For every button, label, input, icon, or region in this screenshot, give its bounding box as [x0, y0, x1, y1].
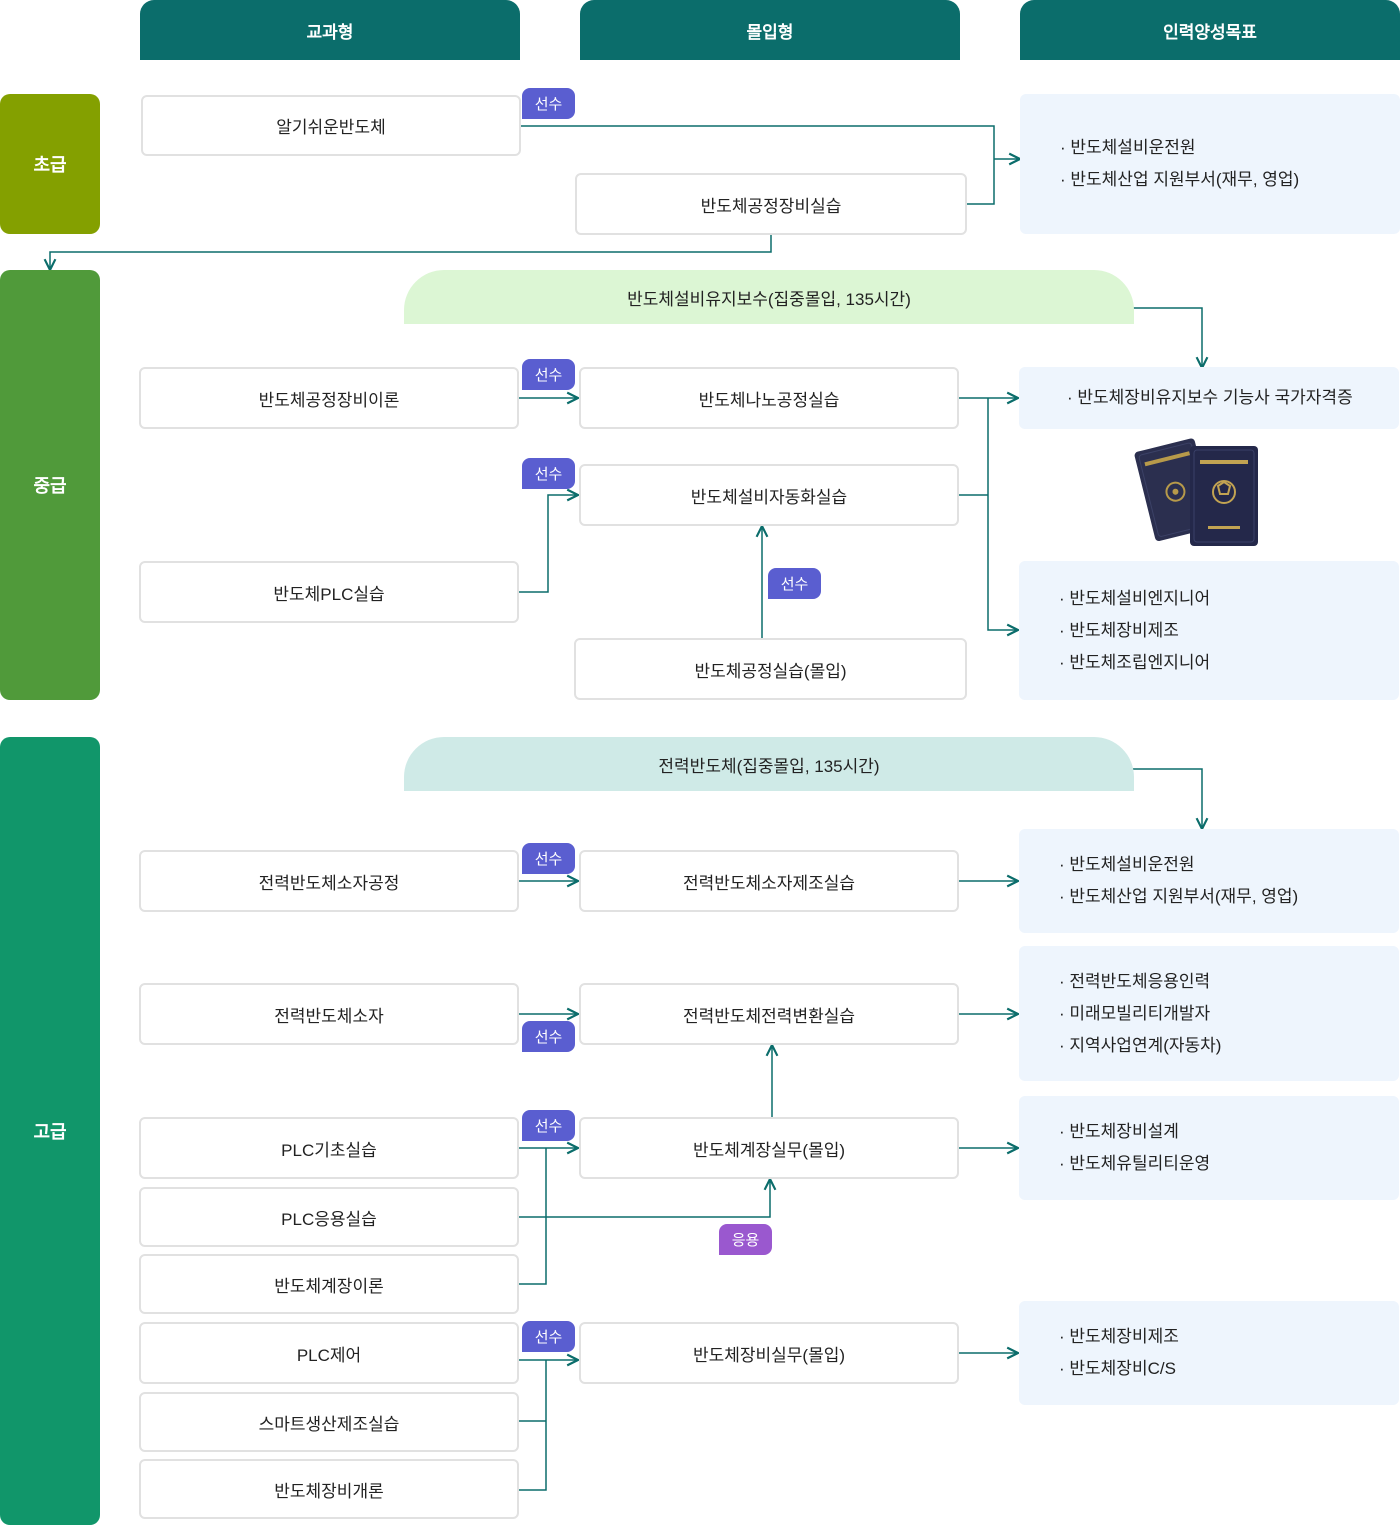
- goal-item: 반도체장비설계: [1059, 1116, 1399, 1148]
- goal-item: 반도체장비제조: [1059, 615, 1399, 647]
- goal-item: 미래모빌리티개발자: [1059, 998, 1399, 1030]
- course-box: 반도체계장이론: [139, 1254, 519, 1314]
- prereq-tag: 선수: [522, 1021, 575, 1052]
- prereq-tag: 선수: [522, 1321, 575, 1352]
- prereq-tag: 선수: [522, 359, 575, 390]
- course-box: 전력반도체소자: [139, 983, 519, 1045]
- course-box: 알기쉬운반도체: [141, 95, 521, 156]
- goal-item: 반도체장비C/S: [1059, 1353, 1399, 1385]
- goal-box: 반도체설비운전원 반도체산업 지원부서(재무, 영업): [1019, 829, 1399, 933]
- goal-box: 반도체장비설계 반도체유틸리티운영: [1019, 1096, 1399, 1200]
- certificate-booklet-icon: [1134, 438, 1258, 546]
- course-box: 반도체장비실무(몰입): [579, 1322, 959, 1384]
- goal-item: 전력반도체응용인력: [1059, 966, 1399, 998]
- goal-item: 반도체조립엔지니어: [1059, 647, 1399, 679]
- column-header-curriculum: 교과형: [140, 0, 520, 60]
- intensive-program-band: 전력반도체(집중몰입, 135시간): [404, 737, 1134, 791]
- course-box: 반도체계장실무(몰입): [579, 1117, 959, 1179]
- column-header-immersion: 몰입형: [580, 0, 960, 60]
- goal-item: 반도체장비유지보수 기능사 국가자격증: [1067, 382, 1399, 414]
- prereq-tag: 선수: [522, 458, 575, 489]
- goal-item: 반도체설비운전원: [1059, 849, 1399, 881]
- column-header-goal: 인력양성목표: [1020, 0, 1400, 60]
- prereq-tag: 선수: [522, 88, 575, 119]
- course-box: PLC응용실습: [139, 1187, 519, 1247]
- goal-item: 반도체장비제조: [1059, 1321, 1399, 1353]
- goal-item: 반도체설비운전원: [1060, 132, 1400, 164]
- course-box: 반도체장비개론: [139, 1459, 519, 1519]
- course-box: 전력반도체소자공정: [139, 850, 519, 912]
- prereq-tag: 선수: [522, 1110, 575, 1141]
- level-advanced: 고급: [0, 737, 100, 1525]
- level-beginner: 초급: [0, 94, 100, 234]
- course-box: 반도체설비자동화실습: [579, 464, 959, 526]
- goal-box: 반도체장비유지보수 기능사 국가자격증: [1019, 367, 1399, 429]
- goal-box: 반도체설비엔지니어 반도체장비제조 반도체조립엔지니어: [1019, 561, 1399, 700]
- course-box: 반도체공정장비이론: [139, 367, 519, 429]
- goal-box: 전력반도체응용인력 미래모빌리티개발자 지역사업연계(자동차): [1019, 946, 1399, 1081]
- goal-box: 반도체장비제조 반도체장비C/S: [1019, 1301, 1399, 1405]
- course-box: 전력반도체전력변환실습: [579, 983, 959, 1045]
- course-box: 전력반도체소자제조실습: [579, 850, 959, 912]
- goal-item: 반도체유틸리티운영: [1059, 1148, 1399, 1180]
- level-intermediate: 중급: [0, 270, 100, 700]
- prereq-tag: 선수: [768, 568, 821, 599]
- goal-box: 반도체설비운전원 반도체산업 지원부서(재무, 영업): [1020, 94, 1400, 234]
- course-box: 반도체공정실습(몰입): [574, 638, 967, 700]
- apply-tag: 응용: [719, 1224, 772, 1255]
- goal-item: 반도체산업 지원부서(재무, 영업): [1060, 164, 1400, 196]
- course-box: PLC기초실습: [139, 1117, 519, 1179]
- goal-item: 지역사업연계(자동차): [1059, 1030, 1399, 1062]
- goal-item: 반도체산업 지원부서(재무, 영업): [1059, 881, 1399, 913]
- intensive-program-band: 반도체설비유지보수(집중몰입, 135시간): [404, 270, 1134, 324]
- course-box: 반도체PLC실습: [139, 561, 519, 623]
- course-box: PLC제어: [139, 1322, 519, 1384]
- course-box: 반도체공정장비실습: [575, 173, 967, 235]
- course-box: 반도체나노공정실습: [579, 367, 959, 429]
- prereq-tag: 선수: [522, 843, 575, 874]
- course-box: 스마트생산제조실습: [139, 1392, 519, 1452]
- goal-item: 반도체설비엔지니어: [1059, 583, 1399, 615]
